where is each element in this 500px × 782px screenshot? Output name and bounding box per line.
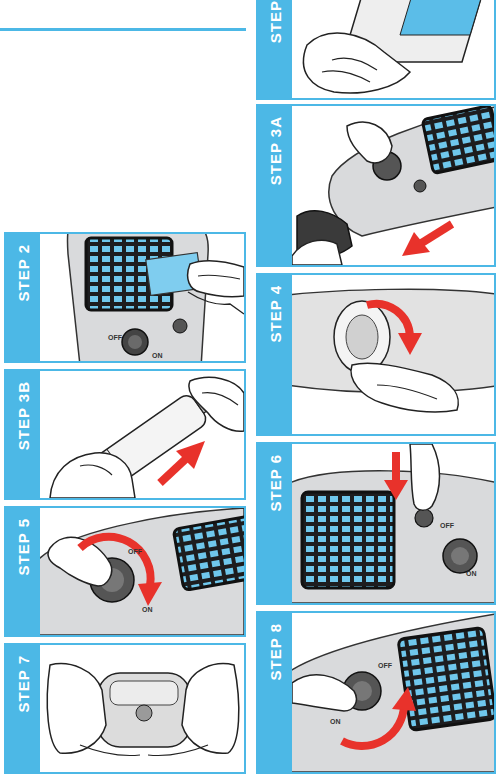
step-art — [287, 289, 500, 412]
step-panel: STEP — [256, 0, 496, 100]
step-tab: STEP 4 — [258, 275, 292, 434]
step-tab: STEP 5 — [6, 508, 40, 635]
step-art — [50, 377, 244, 498]
step-panel: STEP 7 — [4, 643, 246, 774]
step-art — [287, 444, 500, 603]
step-label: STEP 2 — [15, 244, 32, 301]
step-label: STEP 3B — [15, 381, 32, 450]
step-panel: STEP 2 — [4, 232, 246, 363]
step-label: STEP 6 — [267, 454, 284, 511]
step-panel: STEP 3B — [4, 369, 246, 500]
switch-marking: ON — [142, 606, 153, 613]
step-art — [47, 664, 239, 756]
switch-marking: OFF — [128, 548, 142, 555]
step-label: STEP 5 — [15, 518, 32, 575]
step-tab: STEP — [258, 0, 292, 98]
step-label: STEP 3A — [267, 116, 284, 185]
step-tab: STEP 7 — [6, 645, 40, 772]
step-label: STEP — [267, 0, 284, 43]
step-tab: STEP 2 — [6, 234, 40, 361]
step-panel: STEP 4 — [256, 273, 496, 436]
step-tab: STEP 3A — [258, 106, 292, 265]
step-art — [35, 508, 263, 635]
header-rule — [0, 28, 246, 31]
switch-marking: ON — [152, 352, 163, 359]
step-tab: STEP 3B — [6, 371, 40, 498]
step-label: STEP 7 — [15, 655, 32, 712]
switch-marking: ON — [466, 570, 477, 577]
step-tab: STEP 6 — [258, 444, 292, 603]
step-tab: STEP 8 — [258, 613, 292, 772]
step-label: STEP 8 — [267, 623, 284, 680]
step-panel: STEP 5 — [4, 506, 246, 637]
switch-marking: OFF — [440, 522, 454, 529]
step-art — [292, 105, 500, 265]
switch-marking: ON — [330, 718, 341, 725]
step-label: STEP 4 — [267, 285, 284, 342]
step-panel: STEP 6 — [256, 442, 496, 605]
switch-marking: OFF — [378, 662, 392, 669]
step-art — [68, 224, 245, 384]
switch-marking: OFF — [108, 334, 122, 341]
step-art — [303, 0, 482, 93]
step-panel: STEP 8 — [256, 611, 496, 774]
step-panel: STEP 3A — [256, 104, 496, 267]
step-art — [287, 613, 500, 772]
